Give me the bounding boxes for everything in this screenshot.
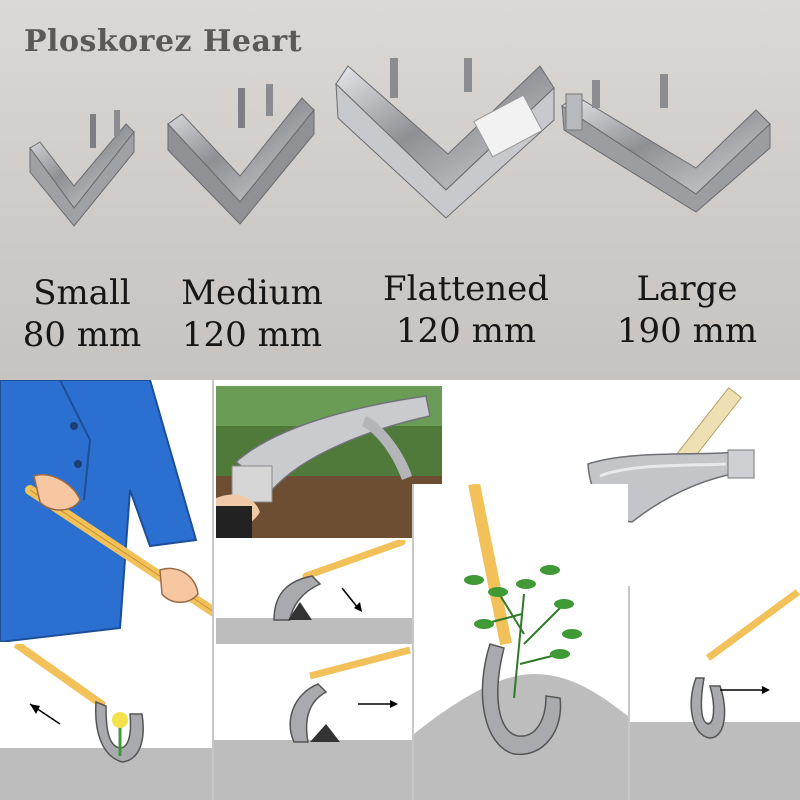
page-title: Ploskorez Heart <box>24 24 303 59</box>
size-dimension: 80 mm <box>22 315 142 355</box>
flattened-blade-image <box>335 58 555 219</box>
size-dimension: 120 mm <box>395 311 537 351</box>
usage-illustrations <box>0 380 800 800</box>
size-name: Small <box>33 273 131 313</box>
pushing-through-weeds-illustration <box>214 644 412 800</box>
panel-divider <box>412 484 414 800</box>
pulling-back-around-flower-illustration <box>0 644 212 800</box>
size-name: Flattened <box>383 269 549 309</box>
size-label-medium: Medium 120 mm <box>172 272 332 356</box>
hand-holding-blade-photo <box>216 386 442 538</box>
small-blade-image <box>29 110 135 227</box>
size-dimension: 120 mm <box>181 315 323 355</box>
size-label-small: Small 80 mm <box>14 272 150 356</box>
medium-blade-image <box>167 84 315 225</box>
large-blade-image <box>561 74 771 213</box>
cutting-weeds-at-soil-illustration <box>216 540 412 644</box>
worker-holding-tool-illustration <box>0 380 214 642</box>
product-photo-panel: Ploskorez Heart <box>0 0 800 380</box>
hilling-plant-illustration <box>414 484 628 800</box>
panel-divider <box>628 586 630 800</box>
sliding-along-soil-illustration <box>630 586 800 800</box>
size-name: Medium <box>181 273 323 313</box>
size-label-flattened: Flattened 120 mm <box>380 268 552 352</box>
panel-divider <box>212 380 214 800</box>
size-dimension: 190 mm <box>616 311 758 351</box>
size-label-large: Large 190 mm <box>612 268 762 352</box>
size-name: Large <box>636 269 738 309</box>
